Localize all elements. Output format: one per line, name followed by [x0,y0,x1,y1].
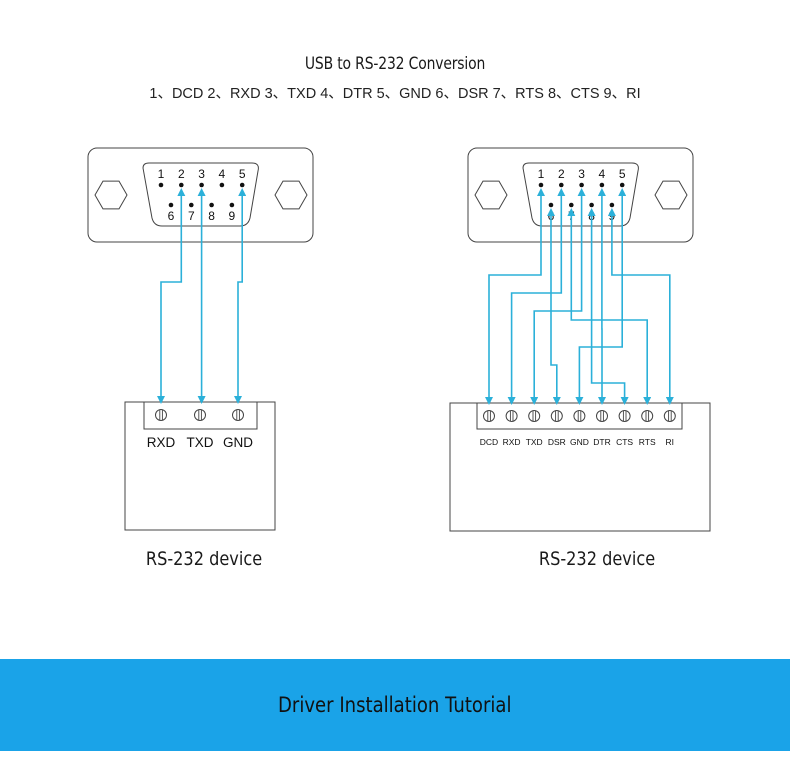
pin-dot [239,182,245,188]
pin-dot [158,182,164,188]
terminal-label: RTS [639,437,656,447]
pin-dot [599,182,605,188]
pin-number-label: 4 [219,167,226,181]
mounting-nut-icon [94,180,128,210]
pin-dot [559,182,564,188]
screw-terminal-icon [550,410,563,422]
terminal-label: RI [666,437,675,447]
terminal-label: RXD [503,437,521,447]
footer-banner[interactable]: Driver Installation Tutorial [0,659,790,751]
screw-terminal-icon [596,410,608,422]
pin-dot [569,202,574,208]
terminal-label: DTR [593,437,610,447]
signal-wire [607,208,674,405]
screw-terminal-icon [194,409,206,421]
terminal-label: TXD [526,437,543,447]
pin-dot [229,202,235,208]
left-device-caption: RS-232 device [145,548,263,570]
pin-dot [168,202,174,208]
terminal-label: DCD [480,437,498,447]
pin-number-label: 2 [558,167,565,181]
right-device-caption: RS-232 device [538,548,656,570]
pin-dot [179,182,184,188]
pin-dot [538,182,544,188]
signal-wire [157,188,186,404]
pin-dot [219,182,225,188]
pin-number-label: 2 [178,167,185,181]
pinout-legend: 1、DCD 2、RXD 3、TXD 4、DTR 5、GND 6、DSR 7、RT… [149,86,641,102]
pin-number-label: 4 [599,167,606,181]
pin-number-label: 6 [168,209,175,223]
pin-dot [209,202,214,208]
driver-tutorial-link[interactable]: Driver Installation Tutorial [278,693,512,717]
pin-number-label: 3 [578,167,585,181]
signal-wire [547,208,561,405]
terminal-label: CTS [616,437,633,447]
signal-wire [234,188,247,404]
db9-connector-shell [87,147,314,243]
pin-number-label: 7 [188,209,195,223]
pin-dot [189,202,194,208]
pin-dot [199,182,204,188]
screw-terminal-icon [618,410,631,422]
screw-terminal-icon [232,409,244,421]
terminal-label: TXD [187,435,214,450]
db9-connector-shell [467,147,694,243]
pin-dot [619,182,625,188]
pin-number-label: 5 [239,167,246,181]
pin-dot [609,202,615,208]
screw-terminal-icon [641,410,654,422]
screw-terminal-icon [505,410,518,422]
pin-number-label: 1 [158,167,165,181]
pin-number-label: 3 [198,167,205,181]
page-title: USB to RS-232 Conversion [304,54,486,74]
screw-terminal-icon [483,410,495,422]
pin-dot [589,202,594,208]
terminal-label: GND [570,437,589,447]
screw-terminal-icon [528,410,541,422]
mounting-nut-icon [654,180,688,210]
screw-terminal-icon [573,410,586,422]
pin-dot [579,182,584,188]
pin-number-label: 9 [229,209,236,223]
pin-dot [548,202,554,208]
screw-terminal-icon [663,410,676,422]
pin-number-label: 8 [208,209,215,223]
terminal-label: GND [223,435,253,450]
pin-number-label: 1 [538,167,545,181]
pin-number-label: 5 [619,167,626,181]
mounting-nut-icon [274,180,308,210]
screw-terminal-icon [155,409,167,421]
terminal-label: DSR [548,437,566,447]
terminal-label: RXD [147,435,176,450]
